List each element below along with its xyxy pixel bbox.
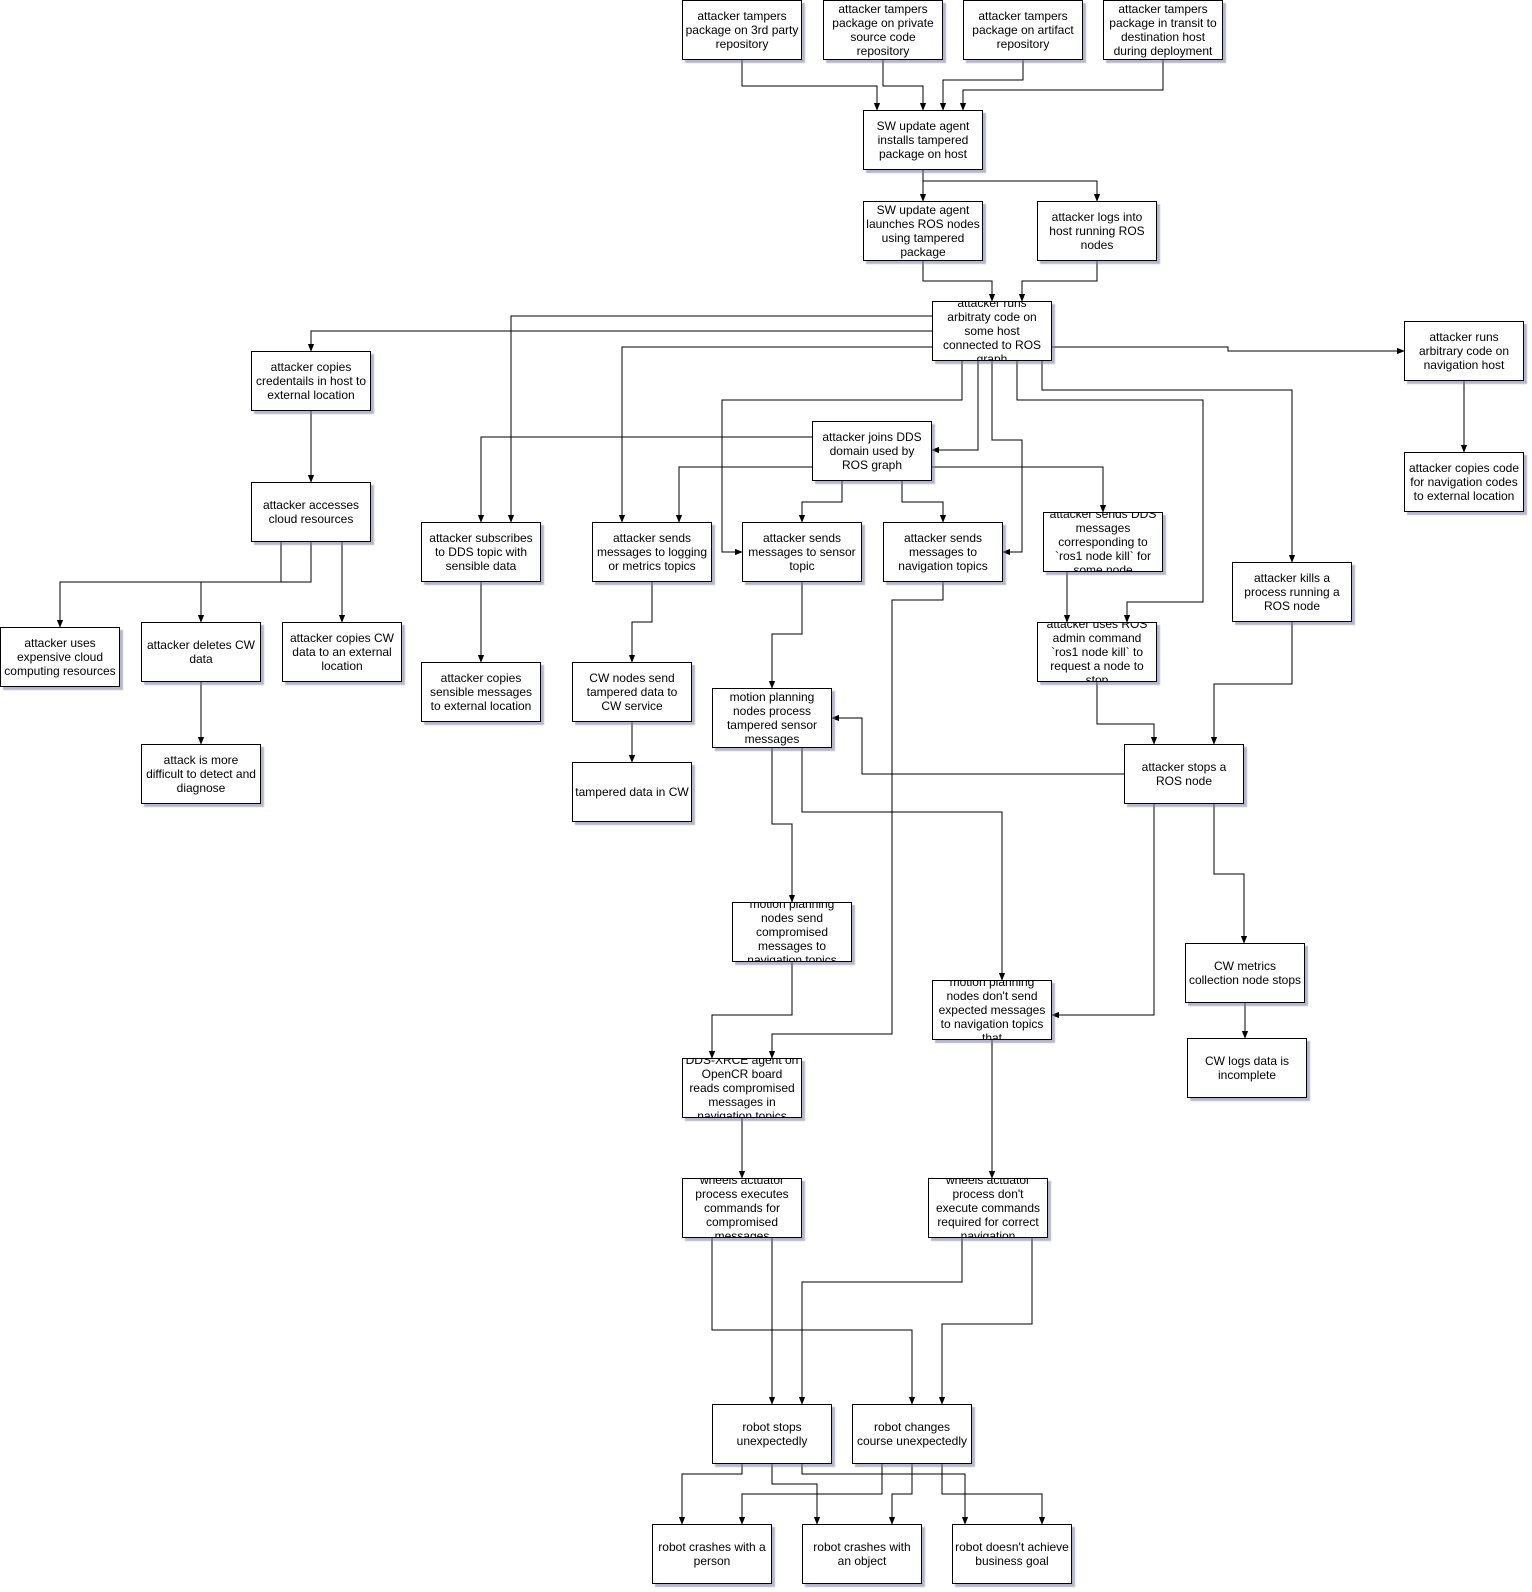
node-tamper-3rd-party-repo[interactable]: attacker tampers package on 3rd party re… <box>682 0 802 60</box>
node-sends-sensor-topic[interactable]: attacker sends messages to sensor topic <box>742 522 862 582</box>
node-copies-navigation-code[interactable]: attacker copies code for navigation code… <box>1404 452 1524 512</box>
node-stops-ros-node[interactable]: attacker stops a ROS node <box>1124 744 1244 804</box>
edge-n17-to-n24 <box>901 481 947 523</box>
node-motion-planning-process-tampered[interactable]: motion planning nodes process tampered s… <box>712 688 832 748</box>
edge-n8-to-n17 <box>931 361 979 454</box>
edge-n29-to-n31 <box>801 748 1006 981</box>
node-accesses-cloud[interactable]: attacker accesses cloud resources <box>251 482 371 542</box>
edge-n30-to-n34 <box>708 962 793 1059</box>
node-robot-no-business-goal[interactable]: robot doesn't achieve business goal <box>952 1524 1072 1584</box>
edge-n2-to-n5 <box>882 60 927 111</box>
edge-n24-to-n34 <box>768 582 944 1059</box>
edge-n8-to-n18 <box>507 315 932 523</box>
node-robot-crashes-person[interactable]: robot crashes with a person <box>652 1524 772 1584</box>
edge-n23-to-n29 <box>768 582 803 689</box>
node-robot-crashes-object[interactable]: robot crashes with an object <box>802 1524 922 1584</box>
edge-n37-to-n41 <box>801 1464 969 1525</box>
edge-n17-to-n23 <box>798 481 843 523</box>
node-wheels-execute-compromised[interactable]: wheels actuator process executes command… <box>682 1178 802 1238</box>
edge-n29-to-n30 <box>771 748 796 903</box>
edge-n17-to-n20 <box>675 466 812 523</box>
edge-n5-to-n7 <box>923 180 1101 202</box>
edge-n36-to-n38 <box>938 1238 1033 1405</box>
node-cw-logs-incomplete[interactable]: CW logs data is incomplete <box>1187 1038 1307 1098</box>
edge-n38-to-n41 <box>941 1464 1046 1525</box>
node-arbitrary-code-ros-host[interactable]: attacker runs arbitraty code on some hos… <box>932 301 1052 361</box>
edge-n4-to-n5 <box>959 60 1164 111</box>
node-cw-metrics-stops[interactable]: CW metrics collection node stops <box>1185 943 1305 1003</box>
edge-n8-to-n23 <box>721 361 963 556</box>
edge-n8-to-n26 <box>1016 361 1204 623</box>
edge-n7-to-n8 <box>1018 261 1098 302</box>
edge-n6-to-n8 <box>922 261 996 302</box>
edge-n26-to-n28 <box>1096 682 1158 745</box>
node-expensive-cloud-resources[interactable]: attacker uses expensive cloud computing … <box>0 627 120 687</box>
node-sw-update-installs[interactable]: SW update agent installs tampered packag… <box>863 110 983 170</box>
edge-n36-to-n37 <box>798 1238 963 1405</box>
node-tamper-in-transit[interactable]: attacker tampers package in transit to d… <box>1103 0 1223 60</box>
node-motion-planning-dont-send[interactable]: motion planning nodes don't send expecte… <box>932 980 1052 1040</box>
edge-n17-to-n18 <box>477 436 812 523</box>
edge-n35-to-n38 <box>711 1238 916 1405</box>
edge-n37-to-n40 <box>771 1464 821 1525</box>
edge-n8-to-n11 <box>307 330 932 352</box>
node-dds-xrce-agent[interactable]: DDS-XRCE agent on OpenCR board reads com… <box>682 1058 802 1118</box>
edge-n38-to-n40 <box>888 1464 913 1525</box>
edge-n8-to-n27 <box>1041 361 1296 563</box>
node-arbitrary-code-navigation-host[interactable]: attacker runs arbitrary code on navigati… <box>1404 321 1524 381</box>
edge-n28-to-n29 <box>831 714 1124 775</box>
edge-n27-to-n28 <box>1210 622 1293 745</box>
node-copies-cw-data[interactable]: attacker copies CW data to an external l… <box>282 622 402 682</box>
node-wheels-dont-execute[interactable]: wheels actuator process don't execute co… <box>928 1178 1048 1238</box>
edge-n3-to-n5 <box>939 60 1024 111</box>
node-attacker-logs-into-host[interactable]: attacker logs into host running ROS node… <box>1037 201 1157 261</box>
node-sends-navigation-topics[interactable]: attacker sends messages to navigation to… <box>883 522 1003 582</box>
node-tamper-private-source-repo[interactable]: attacker tampers package on private sour… <box>823 0 943 60</box>
edge-n1-to-n5 <box>741 60 881 111</box>
node-robot-changes-course[interactable]: robot changes course unexpectedly <box>852 1404 972 1464</box>
node-robot-stops[interactable]: robot stops unexpectedly <box>712 1404 832 1464</box>
node-sw-update-launches[interactable]: SW update agent launches ROS nodes using… <box>863 201 983 261</box>
edge-n28-to-n32 <box>1213 804 1248 944</box>
node-motion-planning-send-compromised[interactable]: motion planning nodes send compromised m… <box>732 902 852 962</box>
edge-n28-to-n31 <box>1051 804 1155 1019</box>
node-sends-logging-metrics[interactable]: attacker sends messages to logging or me… <box>592 522 712 582</box>
node-tamper-artifact-repo[interactable]: attacker tampers package on artifact rep… <box>963 0 1083 60</box>
node-copies-sensible-messages[interactable]: attacker copies sensible messages to ext… <box>421 662 541 722</box>
edge-n8-to-n24 <box>991 361 1023 556</box>
node-deletes-cw-data[interactable]: attacker deletes CW data <box>141 622 261 682</box>
edge-n20-to-n21 <box>628 582 653 663</box>
edge-n12-to-n13 <box>56 542 312 628</box>
edge-n12-to-n14 <box>197 542 282 623</box>
node-copies-credentials[interactable]: attacker copies credentails in host to e… <box>251 351 371 411</box>
node-joins-dds-domain[interactable]: attacker joins DDS domain used by ROS gr… <box>812 421 932 481</box>
edge-n8-to-n9 <box>1052 346 1405 355</box>
node-sends-dds-node-kill[interactable]: attacker sends DDS messages correspondin… <box>1043 512 1163 572</box>
node-cw-send-tampered-data[interactable]: CW nodes send tampered data to CW servic… <box>572 662 692 722</box>
edge-n17-to-n25 <box>932 466 1107 513</box>
node-ros-admin-node-kill[interactable]: attacker uses ROS admin command `ros1 no… <box>1037 622 1157 682</box>
edge-n38-to-n39 <box>738 1464 883 1525</box>
node-attack-harder-to-detect[interactable]: attack is more difficult to detect and d… <box>141 744 261 804</box>
node-tampered-data-in-cw[interactable]: tampered data in CW <box>572 762 692 822</box>
node-kills-process[interactable]: attacker kills a process running a ROS n… <box>1232 562 1352 622</box>
edge-n8-to-n20 <box>618 346 932 523</box>
edge-n37-to-n39 <box>678 1464 743 1525</box>
node-subscribes-dds-topic[interactable]: attacker subscribes to DDS topic with se… <box>421 522 541 582</box>
